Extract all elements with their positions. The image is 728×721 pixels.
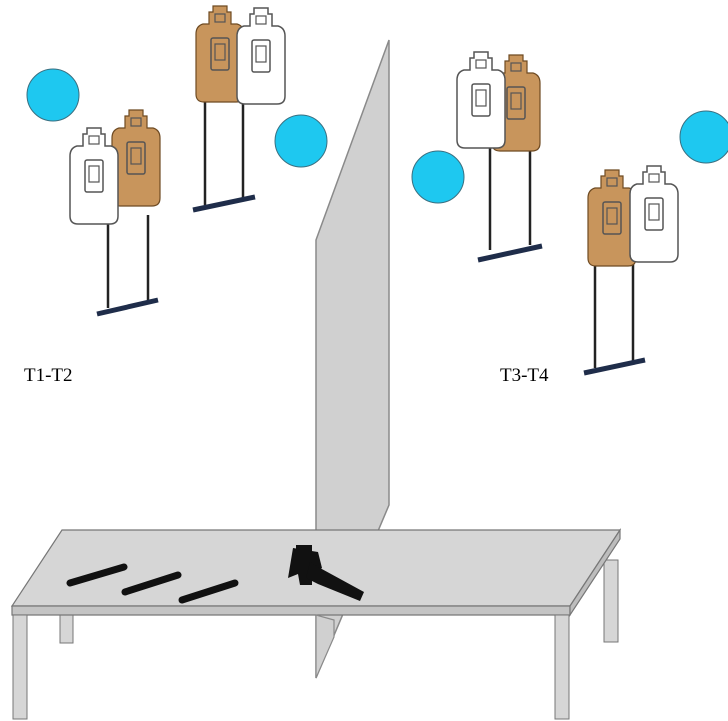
steel-plate-4: [679, 110, 728, 164]
handgun: [288, 545, 364, 601]
target-stand-t1: [69, 109, 161, 317]
target-stand-t4: [583, 165, 679, 376]
steel-plate-3: [411, 150, 465, 204]
target-stand-t2: [192, 5, 286, 213]
label-t3-t4: T3-T4: [500, 365, 549, 386]
magazine-3: [178, 579, 239, 604]
magazine-2: [121, 571, 182, 596]
label-t1-t2: T1-T2: [24, 365, 73, 386]
barrier-wall-front: [315, 614, 335, 679]
steel-plate-2: [274, 114, 328, 168]
target-stand-t3: [456, 51, 543, 263]
magazine-1: [66, 563, 128, 587]
steel-plate-1: [26, 68, 80, 122]
